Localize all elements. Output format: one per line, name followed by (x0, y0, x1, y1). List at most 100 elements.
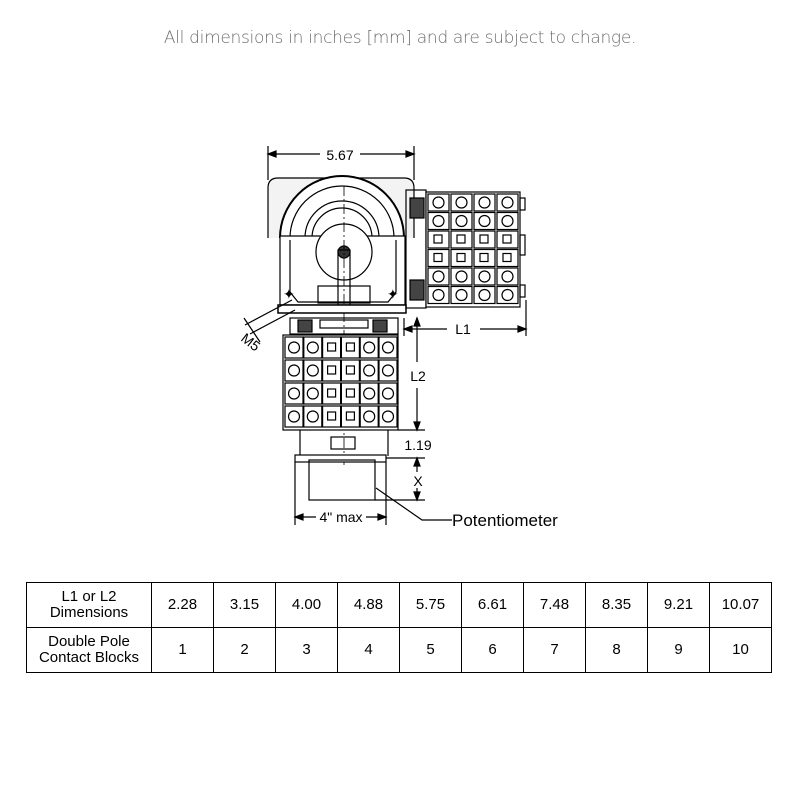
terminal-screw-icon (455, 196, 468, 209)
terminal-cell (359, 405, 379, 428)
terminal-cell (284, 336, 304, 359)
terminal-square-icon (502, 234, 512, 244)
table-cell: 7.48 (523, 582, 586, 628)
table-cell: 6.61 (461, 582, 524, 628)
terminal-square-icon (327, 388, 337, 398)
terminal-screw-icon (287, 364, 301, 377)
terminal-square-icon (456, 252, 466, 263)
terminal-screw-icon (478, 214, 491, 228)
terminal-cell (450, 211, 473, 231)
terminal-cell (450, 285, 473, 305)
mount-screw-icon: ✦ (387, 286, 399, 302)
terminal-screw-icon (287, 341, 301, 354)
terminal-cell (284, 359, 304, 382)
terminal-cell (322, 336, 342, 359)
terminal-screw-icon (363, 387, 376, 400)
screw-label: M5 (238, 330, 263, 355)
dimension-drawing: 5.67 ✦ ✦ M5 (238, 146, 558, 530)
width-dimension: 5.67 (266, 146, 416, 180)
terminal-cell (496, 211, 519, 231)
terminal-square-icon (345, 342, 355, 352)
terminal-cell (473, 285, 496, 305)
terminal-square-icon (327, 342, 337, 352)
terminal-cell (340, 336, 360, 359)
l2-dimension: L2 1.19 X (375, 316, 432, 502)
terminal-screw-icon (287, 410, 301, 423)
table-cell: 8 (585, 627, 648, 673)
terminal-cell (427, 285, 450, 305)
terminal-cell (340, 382, 360, 405)
terminal-screw-icon (478, 270, 491, 283)
terminal-screw-icon (381, 410, 395, 423)
terminal-cell (303, 405, 323, 428)
terminal-cell (450, 230, 473, 249)
table-cell: 3.15 (213, 582, 276, 628)
terminal-cell (340, 405, 360, 428)
terminal-screw-icon (381, 341, 395, 354)
l1-dimension: L1 (402, 300, 528, 337)
table-cell: 4.88 (337, 582, 400, 628)
terminal-screw-icon (306, 341, 319, 354)
terminal-screw-icon (501, 288, 514, 302)
terminal-square-icon (345, 411, 355, 421)
table-cell: 6 (461, 627, 524, 673)
terminal-cell (340, 359, 360, 382)
terminal-cell (473, 193, 496, 212)
terminal-cell (378, 382, 398, 405)
terminal-screw-icon (501, 196, 514, 209)
terminal-screw-icon (478, 196, 491, 209)
terminal-cell (496, 193, 519, 212)
table-cell: 7 (523, 627, 586, 673)
terminal-square-icon (502, 252, 512, 263)
terminal-square-icon (479, 252, 489, 263)
terminal-square-icon (327, 365, 337, 375)
table-cell: 1 (151, 627, 214, 673)
table-cell: 4 (337, 627, 400, 673)
terminal-cell (450, 193, 473, 212)
table-cell: 2.28 (151, 582, 214, 628)
header-line: Dimensions (49, 604, 129, 621)
right-contact-block (425, 191, 526, 308)
terminal-cell (322, 405, 342, 428)
terminal-screw-icon (363, 410, 376, 423)
table-cell: 10.07 (709, 582, 772, 628)
switch-housing: ✦ ✦ (267, 175, 427, 465)
terminal-cell (378, 336, 398, 359)
terminal-cell (359, 359, 379, 382)
terminal-cell (303, 382, 323, 405)
terminal-cell (427, 230, 450, 249)
offset-label: 1.19 (404, 437, 431, 453)
terminal-cell (427, 193, 450, 212)
terminal-screw-icon (381, 364, 395, 377)
terminal-cell (496, 267, 519, 286)
terminal-cell (378, 405, 398, 428)
table-cell: 9.21 (647, 582, 710, 628)
terminal-cell (496, 230, 519, 249)
terminal-cell (427, 267, 450, 286)
terminal-cell (378, 359, 398, 382)
terminal-square-icon (456, 234, 466, 244)
terminal-square-icon (433, 234, 443, 244)
terminal-cell (473, 267, 496, 286)
terminal-screw-icon (306, 364, 319, 377)
table-cell: 5.75 (399, 582, 462, 628)
terminal-screw-icon (432, 214, 445, 228)
terminal-screw-icon (501, 270, 514, 283)
terminal-cell (322, 359, 342, 382)
x-label: X (413, 473, 423, 489)
terminal-square-icon (433, 252, 443, 263)
terminal-screw-icon (363, 364, 376, 377)
terminal-cell (496, 248, 519, 268)
terminal-cell (427, 211, 450, 231)
disclaimer-note: All dimensions in inches [mm] and are su… (163, 28, 637, 48)
header-line: Contact Blocks (38, 649, 140, 666)
table-cell: 2 (213, 627, 276, 673)
terminal-screw-icon (478, 288, 491, 302)
terminal-screw-icon (432, 196, 445, 209)
terminal-screw-icon (501, 214, 514, 228)
terminal-square-icon (345, 365, 355, 375)
terminal-cell (359, 382, 379, 405)
